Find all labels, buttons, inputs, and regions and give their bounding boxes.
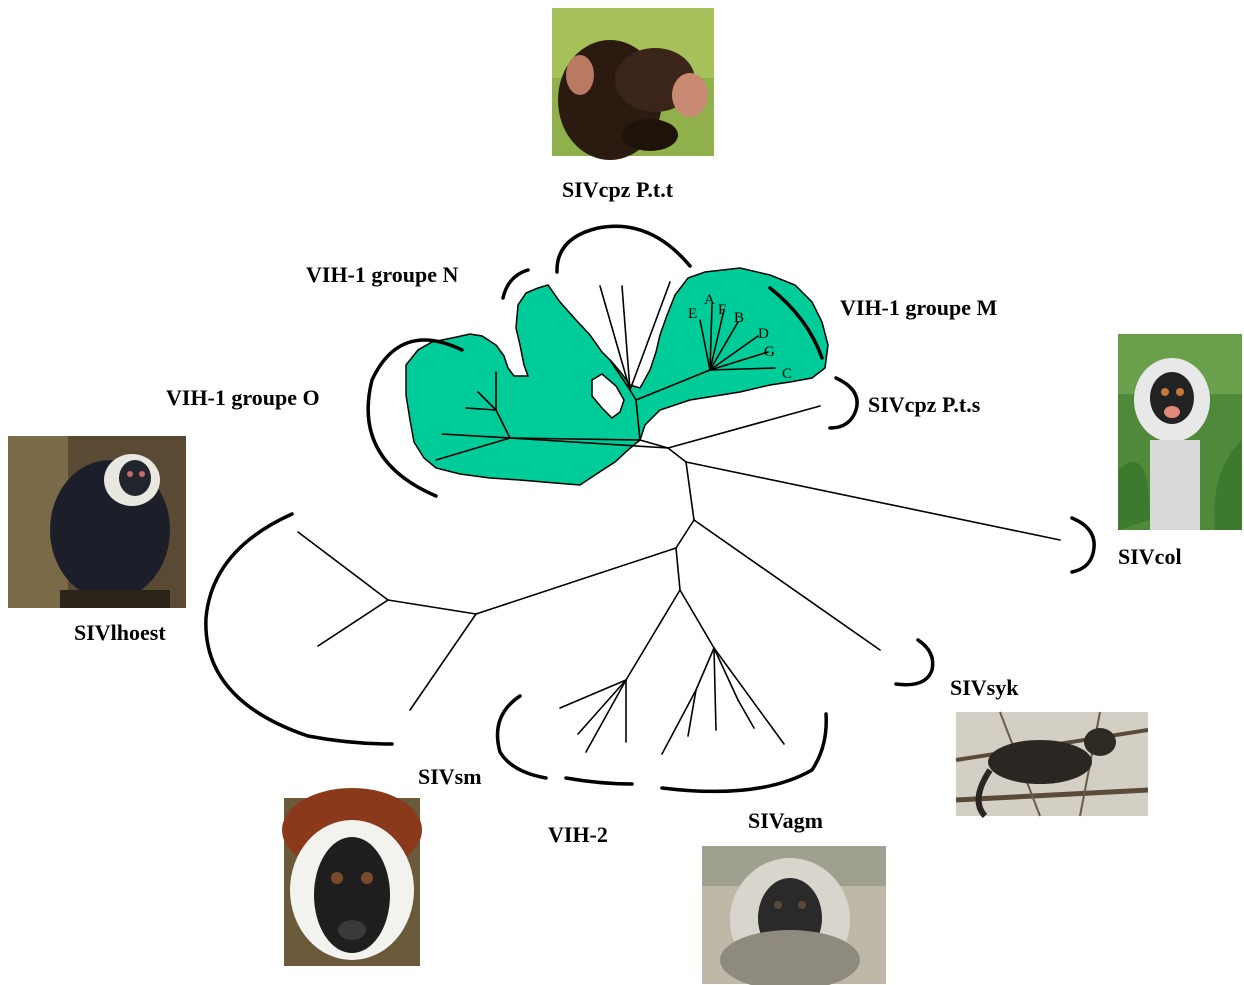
label-sivagm: SIVagm [748, 808, 823, 833]
subtype-a-label: A [704, 292, 715, 308]
label-hiv2: VIH-2 [548, 822, 608, 847]
chimpanzee-photo [552, 8, 714, 160]
label-sivsm: SIVsm [418, 764, 482, 789]
label-sivcpz-ptt: SIVcpz P.t.t [562, 177, 674, 202]
colobus-photo [1118, 334, 1242, 530]
vervet-monkey-photo [702, 846, 886, 985]
hiv1-highlight-region [406, 268, 828, 485]
sooty-mangabey-photo [282, 788, 422, 966]
subtype-f-label: F [718, 302, 726, 318]
label-hiv1-group-n: VIH-1 groupe N [306, 262, 458, 287]
label-hiv1-group-o: VIH-1 groupe O [166, 385, 320, 410]
label-sivlhoest: SIVlhoest [74, 620, 166, 645]
sykes-monkey-photo [956, 712, 1148, 816]
subtype-c-label: C [782, 366, 792, 382]
subtype-b-label: B [734, 310, 744, 326]
subtype-g-label: G [764, 344, 775, 360]
label-sivcol: SIVcol [1118, 544, 1182, 569]
lhoest-monkey-photo [8, 436, 186, 608]
label-hiv1-group-m: VIH-1 groupe M [840, 295, 997, 320]
label-sivcpz-pts: SIVcpz P.t.s [868, 392, 981, 417]
subtype-e-label: E [688, 306, 697, 322]
label-sivsyk: SIVsyk [950, 675, 1019, 700]
subtype-d-label: D [758, 326, 769, 342]
